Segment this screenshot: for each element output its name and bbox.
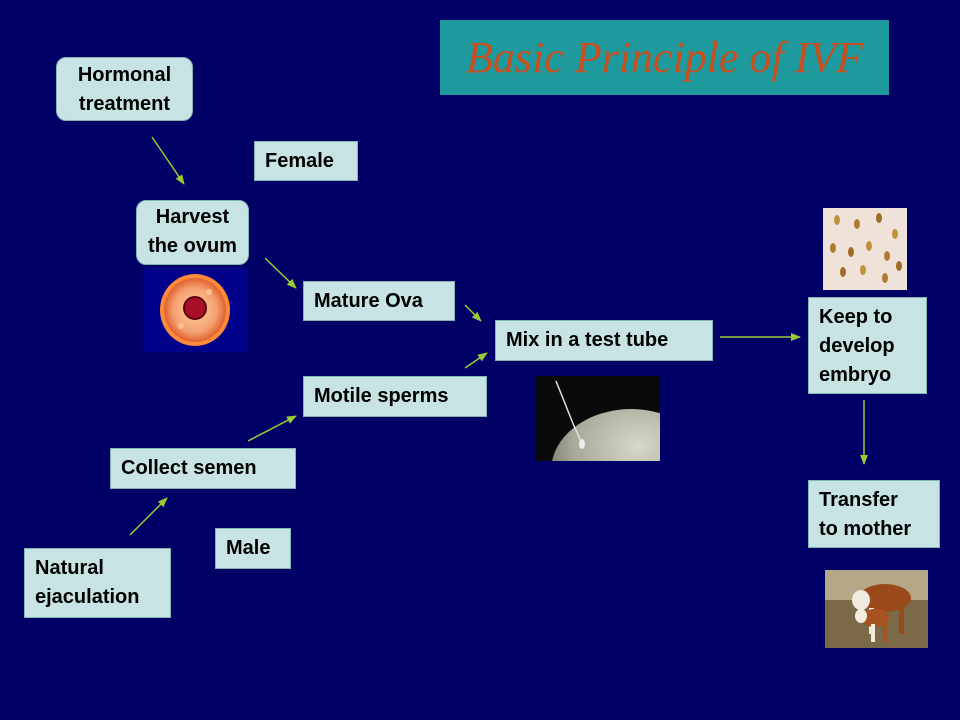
cow-calf-image — [825, 570, 928, 648]
motile-label: Motile sperms — [314, 385, 449, 407]
female-box: Female — [254, 141, 358, 181]
male-box: Male — [215, 528, 291, 569]
transfer-line-1: Transfer — [819, 489, 898, 511]
arrow-natural-to-collect — [129, 497, 168, 536]
ovum-image — [143, 268, 248, 352]
keep-line-1: Keep to — [819, 306, 893, 328]
natural-ejaculation-box: Natural ejaculation — [24, 548, 171, 618]
female-label: Female — [265, 150, 334, 172]
collect-label: Collect semen — [121, 457, 257, 479]
arrow-harvest-to-mature-ova — [264, 257, 297, 289]
natural-line-1: Natural — [35, 557, 104, 579]
harvest-ovum-box: Harvest the ovum — [136, 200, 249, 265]
keep-line-3: embryo — [819, 364, 892, 386]
motile-sperms-box: Motile sperms — [303, 376, 487, 417]
hormonal-treatment-box: Hormonal treatment — [56, 57, 193, 121]
arrow-hormonal-to-harvest — [151, 136, 185, 185]
title-box: Basic Principle of IVF — [440, 20, 889, 95]
embryo-image — [823, 208, 907, 290]
hormonal-line-2: treatment — [78, 93, 171, 115]
collect-semen-box: Collect semen — [110, 448, 296, 489]
keep-develop-embryo-box: Keep to develop embryo — [808, 297, 927, 394]
arrow-collect-to-motile — [247, 415, 297, 442]
mature-ova-label: Mature Ova — [314, 290, 423, 312]
harvest-line-1: Harvest — [155, 206, 230, 228]
mix-test-tube-box: Mix in a test tube — [495, 320, 713, 361]
slide-title: Basic Principle of IVF — [465, 33, 864, 82]
sperm-egg-image — [536, 376, 660, 461]
male-label: Male — [226, 537, 271, 559]
keep-line-2: develop — [819, 335, 895, 357]
mix-label: Mix in a test tube — [506, 329, 669, 351]
arrow-mature-ova-to-mix — [464, 304, 482, 322]
transfer-to-mother-box: Transfer to mother — [808, 480, 940, 548]
hormonal-line-1: Hormonal — [77, 64, 172, 86]
arrow-motile-to-mix — [464, 352, 488, 369]
natural-line-2: ejaculation — [35, 586, 140, 608]
transfer-line-2: to mother — [819, 518, 912, 540]
harvest-line-2: the ovum — [148, 235, 237, 257]
mature-ova-box: Mature Ova — [303, 281, 455, 321]
